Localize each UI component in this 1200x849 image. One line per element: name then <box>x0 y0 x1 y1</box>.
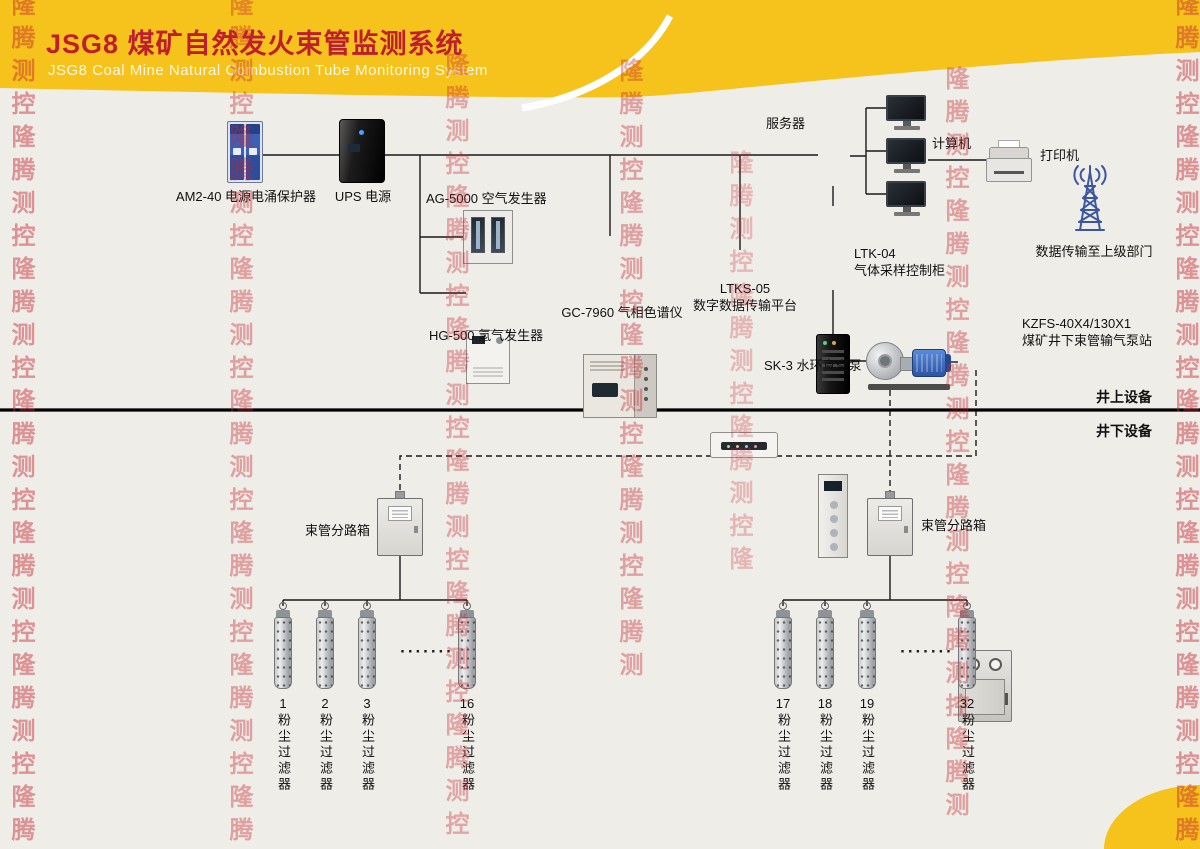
filter-number: 32 <box>959 696 975 711</box>
pump-station-label: KZFS-40X4/130X1 煤矿井下束管输气泵站 <box>1022 316 1152 350</box>
dashed-tube-lines <box>399 370 977 491</box>
chromatograph-device <box>583 354 657 418</box>
dust-filter <box>856 602 878 692</box>
computer-label: 计算机 <box>932 136 972 151</box>
antenna-label: 数据传输至上级部门 <box>1035 244 1153 259</box>
antenna-icon <box>1073 165 1107 231</box>
pump-station-label-line1: KZFS-40X4/130X1 <box>1022 316 1132 331</box>
filter-number: 3 <box>363 696 371 711</box>
ups-device <box>339 119 385 183</box>
sampling-cabinet-label: LTK-04 气体采样控制柜 <box>854 246 945 280</box>
filter-label: 18 粉尘过滤器 <box>814 696 836 793</box>
computer-monitor <box>886 181 928 221</box>
branch-box-right-label: 束管分路箱 <box>921 518 987 533</box>
filter-number: 17 <box>775 696 791 711</box>
transmission-platform-label: LTKS-05 数字数据传输平台 <box>684 281 806 315</box>
surge-protector-label: AM2-40 电源电涌保护器 <box>175 189 317 204</box>
hydrogen-generator-device <box>466 330 510 384</box>
surge-protector-device <box>227 121 263 183</box>
page-subtitle: JSG8 Coal Mine Natural Combustion Tube M… <box>48 62 488 79</box>
sampling-cabinet-label-line2: 气体采样控制柜 <box>854 262 946 278</box>
pump-station-label-line2: 煤矿井下束管输气泵站 <box>1022 332 1153 348</box>
transmission-platform-label-line2: 数字数据传输平台 <box>692 297 797 313</box>
dust-filter <box>272 602 294 692</box>
air-generator-label: AG-5000 空气发生器 <box>426 191 547 206</box>
page-title: JSG8 煤矿自然发火束管监测系统 <box>46 29 464 59</box>
filter-name: 粉尘过滤器 <box>960 713 975 793</box>
branch-box-left <box>377 491 423 556</box>
filter-name: 粉尘过滤器 <box>460 713 475 793</box>
dust-filter <box>356 602 378 692</box>
filter-number: 16 <box>459 696 475 711</box>
ups-label: UPS 电源 <box>334 189 392 204</box>
filter-label: 32 粉尘过滤器 <box>956 696 978 793</box>
filter-name: 粉尘过滤器 <box>360 713 375 793</box>
filter-label: 16 粉尘过滤器 <box>456 696 478 793</box>
transmission-platform-device <box>710 432 778 458</box>
filter-label: 3 粉尘过滤器 <box>356 696 378 793</box>
filter-ellipsis: ······· <box>400 642 454 661</box>
dust-filter <box>456 602 478 692</box>
branch-box-left-label: 束管分路箱 <box>304 523 370 538</box>
vacuum-pump-device <box>866 334 952 390</box>
chromatograph-label: GC-7960 气相色谱仪 <box>561 305 683 320</box>
computer-monitor <box>886 138 928 178</box>
filter-label: 1 粉尘过滤器 <box>272 696 294 793</box>
filter-number: 19 <box>859 696 875 711</box>
dust-filter <box>772 602 794 692</box>
printer-device <box>986 140 1032 182</box>
dust-filter <box>814 602 836 692</box>
filter-number: 2 <box>321 696 329 711</box>
hydrogen-generator-label: HG-500 氢气发生器 <box>429 328 544 343</box>
filter-ellipsis: ······· <box>900 642 954 661</box>
filter-name: 粉尘过滤器 <box>860 713 875 793</box>
underground-label: 井下设备 <box>1096 423 1152 439</box>
branch-box-right <box>867 491 913 556</box>
header-banner <box>0 0 1200 112</box>
dust-filter <box>314 602 336 692</box>
server-device <box>816 334 850 394</box>
dust-filter <box>956 602 978 692</box>
computer-monitor <box>886 95 928 135</box>
filter-label: 19 粉尘过滤器 <box>856 696 878 793</box>
sampling-cabinet-label-line1: LTK-04 <box>854 246 896 261</box>
filter-number: 1 <box>279 696 287 711</box>
printer-label: 打印机 <box>1040 148 1080 163</box>
vacuum-pump-label: SK-3 水环真空泵 <box>764 358 862 373</box>
filter-name: 粉尘过滤器 <box>318 713 333 793</box>
filter-name: 粉尘过滤器 <box>776 713 791 793</box>
server-label: 服务器 <box>766 116 806 131</box>
filter-name: 粉尘过滤器 <box>276 713 291 793</box>
filter-number: 18 <box>817 696 833 711</box>
air-generator-device <box>463 210 513 264</box>
filter-name: 粉尘过滤器 <box>818 713 833 793</box>
filter-label: 2 粉尘过滤器 <box>314 696 336 793</box>
transmission-platform-label-line1: LTKS-05 <box>719 281 771 296</box>
sampling-cabinet-device <box>818 474 848 558</box>
filter-label: 17 粉尘过滤器 <box>772 696 794 793</box>
surface-label: 井上设备 <box>1096 389 1152 405</box>
